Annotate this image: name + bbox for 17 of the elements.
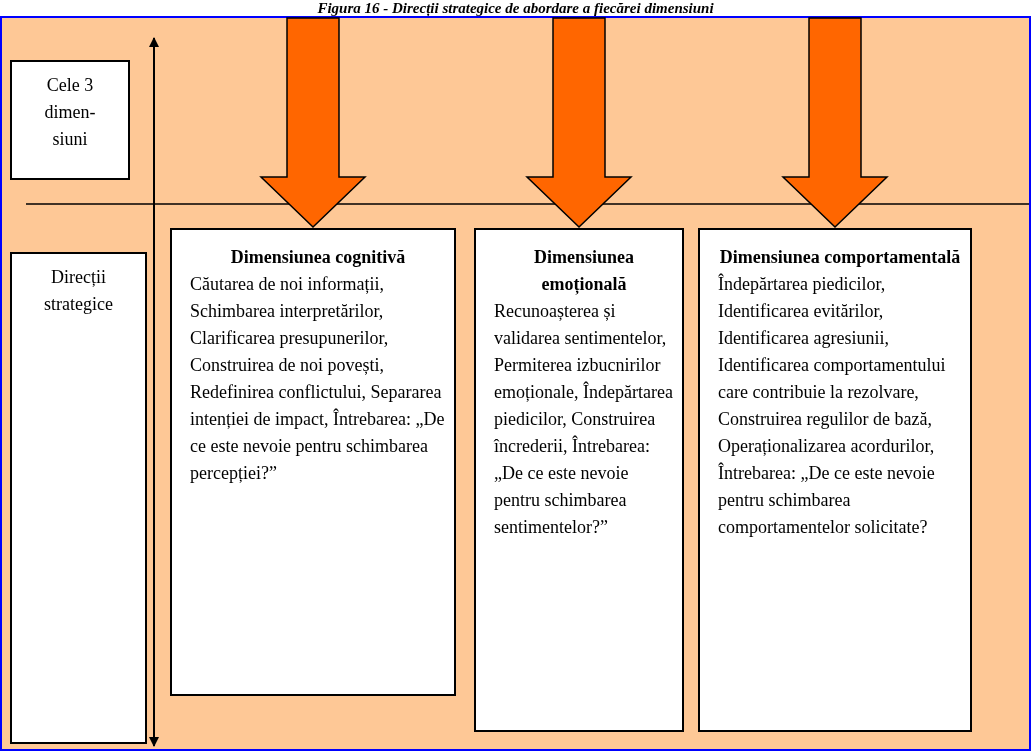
dimension-box — [170, 228, 456, 696]
box-heading: Dimensiunea comportamentală — [718, 246, 962, 269]
dimension-box — [698, 228, 972, 732]
box-heading: Dimensiunea emoțională — [533, 246, 635, 297]
figure-title: Figura 16 - Direcții strategice de abordare a fiecărei dimensiuni — [316, 0, 715, 16]
dimension-box — [474, 228, 684, 732]
row-label: Cele 3 dimen-siuni — [44, 75, 96, 149]
block-arrow — [259, 17, 367, 229]
box-body-text: Îndepărtarea piedicilor, Identificarea evitărilor, Identificarea agresiunii, Identificarea comportamentului care contribuie la rezolvare, Construirea regulilor de bază, Operaționalizarea acordurilor, Întrebarea: „De ce este nevoie pentru schimbarea comportamentelor solicitate? — [718, 272, 947, 539]
box-body-text: Căutarea de noi informații, Schimbarea interpretărilor, Clarificarea presupunerilor, Construirea de noi povești, Redefinirea conflictului, Separarea intenției de impact, Întrebarea: „De ce este nevoie pentru schimbarea percepției?” — [190, 273, 446, 485]
row-label-box — [10, 60, 130, 180]
box-body-text: Recunoașterea și validarea sentimentelor, Permiterea izbucnirilor emoționale, Îndepărtarea piedicilor, Construirea încrederii, Întrebarea: „De ce este nevoie pentru schimbarea sentimentelor?” — [494, 300, 674, 539]
block-arrow — [781, 17, 889, 229]
block-arrow — [525, 17, 633, 229]
row-label: Direcții strategice — [44, 267, 113, 314]
box-heading: Dimensiunea cognitivă — [229, 246, 407, 269]
row-label-box — [10, 252, 147, 744]
